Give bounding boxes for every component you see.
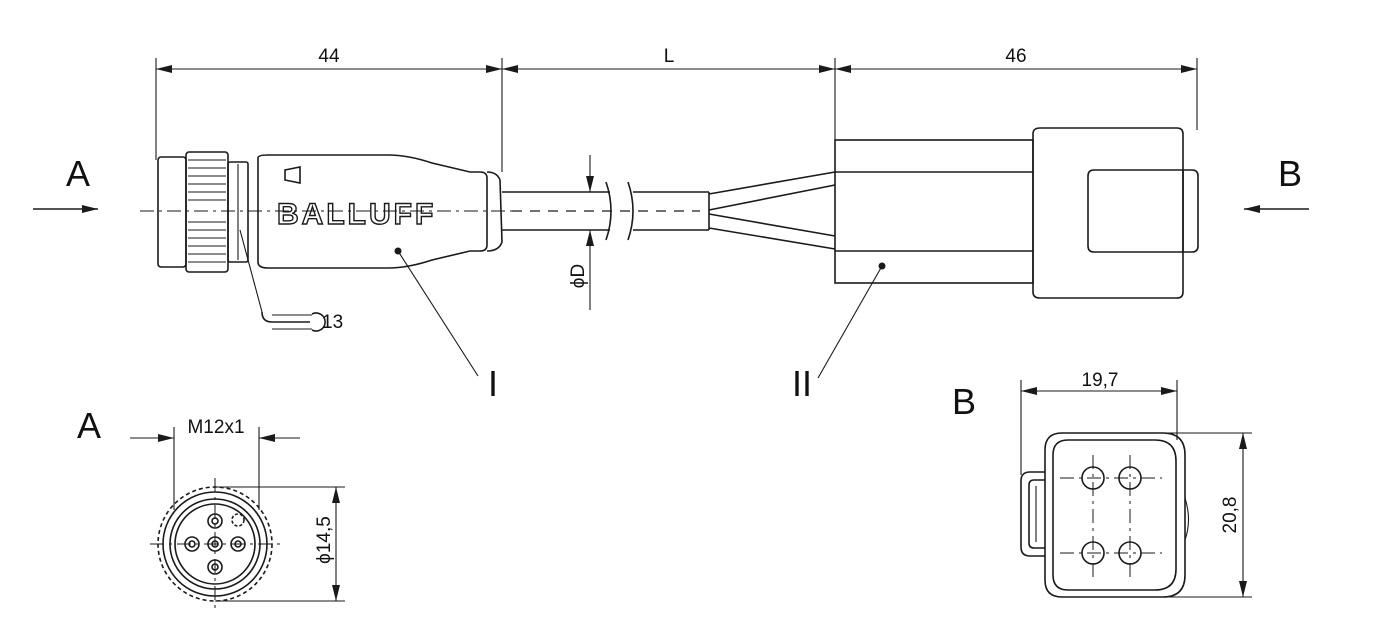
wrench-size-label: 13 <box>322 312 343 333</box>
knurl-pattern <box>188 159 226 263</box>
position-label-ii: II <box>792 265 883 404</box>
dim-label-44: 44 <box>318 46 340 67</box>
m12-end-view-label: A <box>77 405 101 446</box>
m12-end-view: A M12x1 ϕ14,5 <box>77 405 345 612</box>
view-arrow-b: B <box>1244 153 1309 213</box>
dim-label-46: 46 <box>1005 46 1026 67</box>
dt-connector-side-view <box>834 127 1199 299</box>
m12-connector-side-view: BALLUFF <box>157 151 503 273</box>
thread-label: M12x1 <box>187 417 244 438</box>
brand-logo: BALLUFF <box>277 198 436 231</box>
cable <box>502 171 836 250</box>
cable-diameter-dimension: ϕD <box>568 155 594 310</box>
cable-diameter-label: ϕD <box>568 264 589 288</box>
view-arrow-a: A <box>33 153 98 213</box>
view-arrow-a-label: A <box>66 153 90 194</box>
position-label-i-text: I <box>488 363 498 404</box>
dim-label-l: L <box>664 46 675 67</box>
dt-height-label: 20,8 <box>1220 497 1241 534</box>
view-arrow-b-label: B <box>1278 153 1302 194</box>
m12-diameter-label: ϕ14,5 <box>314 516 335 564</box>
dt-end-view: B 19,7 20,8 <box>952 370 1252 598</box>
position-label-i: I <box>397 250 498 404</box>
position-label-ii-text: II <box>792 363 812 404</box>
wrench-size-callout: 13 <box>239 229 343 333</box>
dt-end-view-label: B <box>952 381 976 422</box>
dt-width-label: 19,7 <box>1082 370 1119 391</box>
top-dimensions: 44 L 46 <box>155 46 1198 172</box>
